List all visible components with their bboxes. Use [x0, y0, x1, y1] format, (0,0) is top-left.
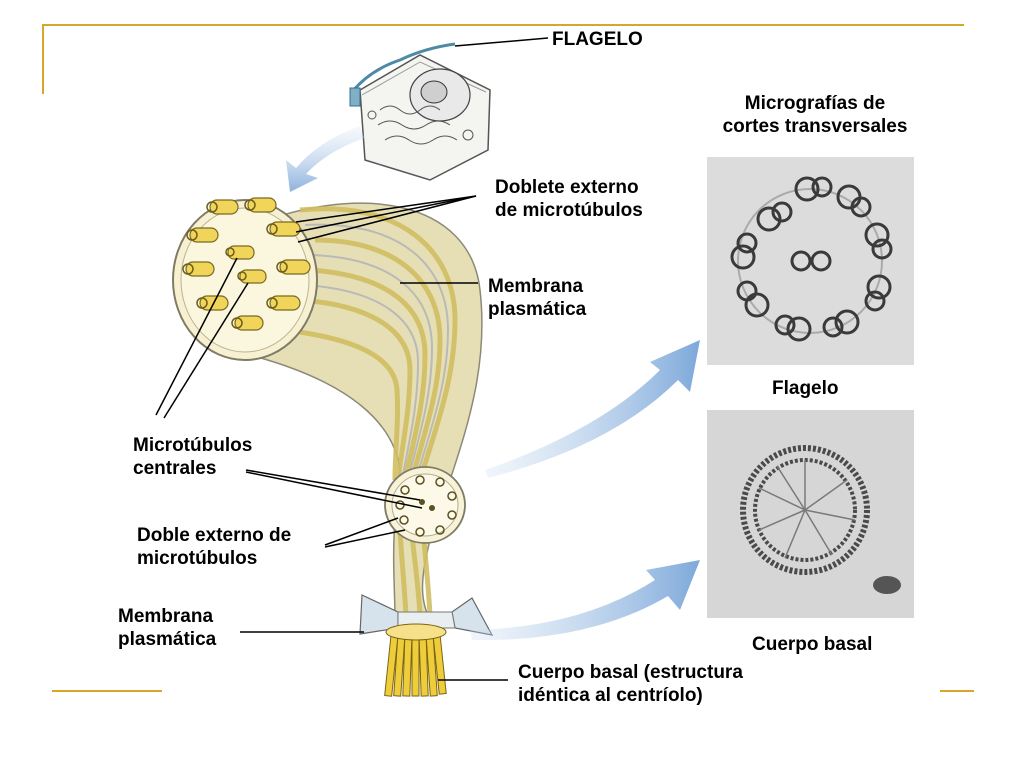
label-cuerpo-basal-caption: Cuerpo basal — [752, 634, 873, 655]
flagellum-cross-section-top — [172, 197, 318, 361]
cell-icon — [349, 42, 491, 181]
label-microtubulos-line2: centrales — [133, 458, 217, 479]
label-membrana-top: Membrana plasmática — [488, 275, 586, 321]
label-micrografias-line2: cortes transversales — [722, 116, 908, 137]
label-membrana-bottom-line1: Membrana — [118, 606, 214, 627]
label-doble-line1: Doble externo de — [137, 525, 292, 546]
label-microtubulos-centrales: Microtúbulos centrales — [133, 434, 252, 480]
micrograph-flagellum — [707, 157, 914, 365]
basal-body — [384, 623, 447, 697]
label-cuerpo-line2: idéntica al centríolo) — [518, 685, 703, 706]
label-flagelo-caption: Flagelo — [772, 378, 839, 399]
frame-line-bottom-left — [52, 690, 162, 692]
label-cuerpo-line1: Cuerpo basal (estructura — [518, 662, 743, 683]
label-membrana-top-line2: plasmática — [488, 299, 587, 320]
label-cuerpo-basal: Cuerpo basal (estructura idéntica al cen… — [518, 661, 743, 707]
label-doble-externo: Doble externo de microtúbulos — [137, 524, 291, 570]
label-doblete-line2: de microtúbulos — [495, 200, 643, 221]
label-membrana-bottom: Membrana plasmática — [118, 605, 216, 651]
label-micrografias-line1: Micrografías de — [744, 93, 886, 114]
label-membrana-top-line1: Membrana — [488, 276, 584, 297]
label-doblete-line1: Doblete externo — [495, 177, 639, 198]
label-doble-line2: microtúbulos — [137, 548, 258, 569]
micrograph-basal-body — [707, 410, 914, 618]
flagellum-cross-section-lower — [384, 466, 466, 544]
label-micrografias: Micrografías de cortes transversales — [690, 92, 940, 138]
label-doblete-externo: Doblete externo de microtúbulos — [495, 176, 643, 222]
frame-line-top — [42, 24, 964, 26]
frame-line-bottom-right — [940, 690, 974, 692]
frame-line-left — [42, 24, 44, 94]
label-microtubulos-line1: Microtúbulos — [133, 435, 253, 456]
basal-anchor — [359, 594, 494, 636]
label-flagelo-title: FLAGELO — [552, 29, 643, 50]
label-membrana-bottom-line2: plasmática — [118, 629, 217, 650]
